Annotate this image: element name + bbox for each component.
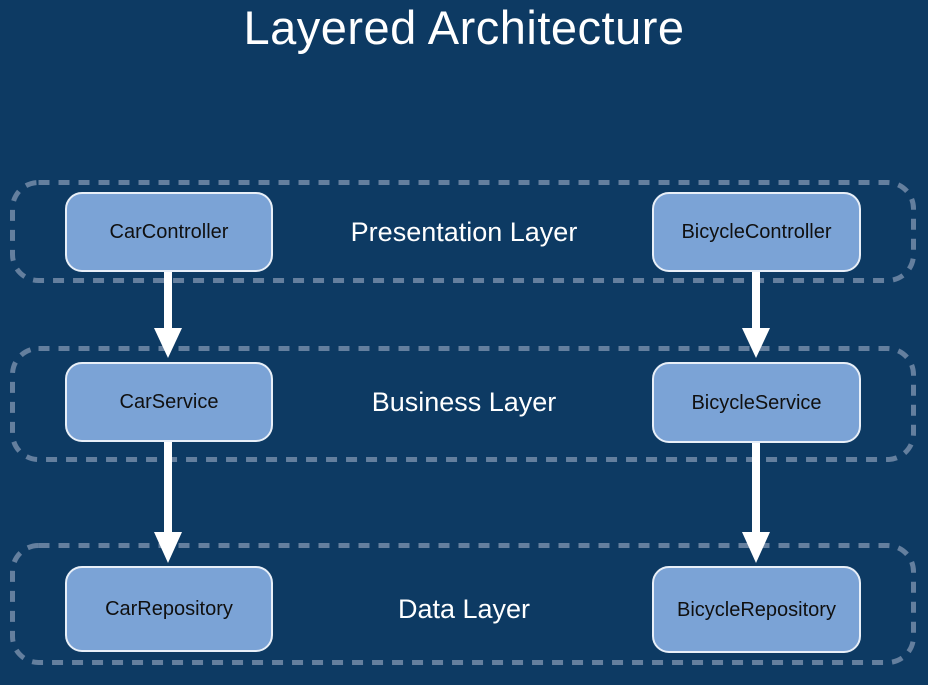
node-bicycle-repository-label: BicycleRepository (677, 598, 836, 621)
layer-band-data (10, 543, 916, 665)
node-car-service: CarService (65, 362, 273, 442)
node-bicycle-repository: BicycleRepository (652, 566, 861, 653)
diagram-title: Layered Architecture (243, 1, 685, 54)
layer-label-business: Business Layer (371, 387, 557, 417)
arrow-carservice-to-carrepository-icon (154, 440, 182, 563)
node-bicycle-controller-label: BicycleController (681, 221, 832, 243)
node-car-repository: CarRepository (65, 566, 273, 652)
arrow-bicyclecontroller-to-bicycleservice-icon (742, 270, 770, 358)
node-bicycle-service: BicycleService (652, 362, 861, 443)
node-bicycle-service-label: BicycleService (691, 391, 822, 414)
layer-band-presentation (10, 180, 916, 283)
arrow-bicycleservice-to-bicyclerepository-icon (742, 440, 770, 563)
layer-band-business (10, 346, 916, 462)
layer-label-presentation: Presentation Layer (350, 217, 578, 247)
node-car-controller-label: CarController (109, 221, 229, 243)
node-car-controller: CarController (65, 192, 273, 272)
layer-label-data: Data Layer (397, 594, 531, 624)
node-bicycle-controller: BicycleController (652, 192, 861, 272)
arrow-carcontroller-to-carservice-icon (154, 270, 182, 358)
node-car-repository-label: CarRepository (105, 598, 233, 620)
node-car-service-label: CarService (119, 391, 219, 413)
